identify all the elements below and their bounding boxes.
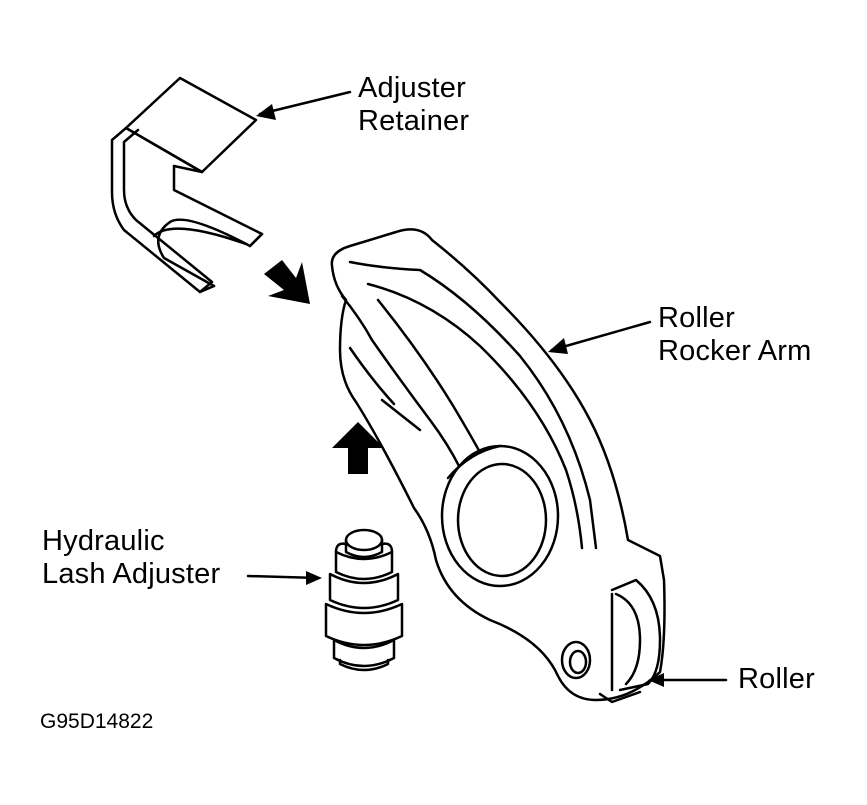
install-direction-arrow-diagonal (264, 260, 310, 304)
figure-code: G95D14822 (40, 710, 154, 733)
adjuster-retainer-part (110, 76, 264, 294)
install-direction-arrow-up (332, 422, 384, 474)
leader-arrowheads (256, 104, 664, 687)
hydraulic-lash-adjuster-part (324, 528, 404, 672)
label-line: Hydraulic (42, 525, 165, 557)
label-hydraulic-lash-adjuster: Hydraulic Lash Adjuster (42, 525, 220, 591)
label-line: Lash Adjuster (42, 558, 221, 590)
roller-rocker-arm-part (330, 228, 666, 704)
label-line: Roller (658, 302, 735, 334)
label-line: Retainer (358, 105, 470, 137)
label-roller: Roller (738, 663, 815, 695)
label-line: Adjuster (358, 72, 466, 104)
label-roller-rocker-arm: Roller Rocker Arm (658, 302, 811, 368)
label-line: Rocker Arm (658, 335, 812, 367)
label-adjuster-retainer: Adjuster Retainer (358, 72, 469, 138)
